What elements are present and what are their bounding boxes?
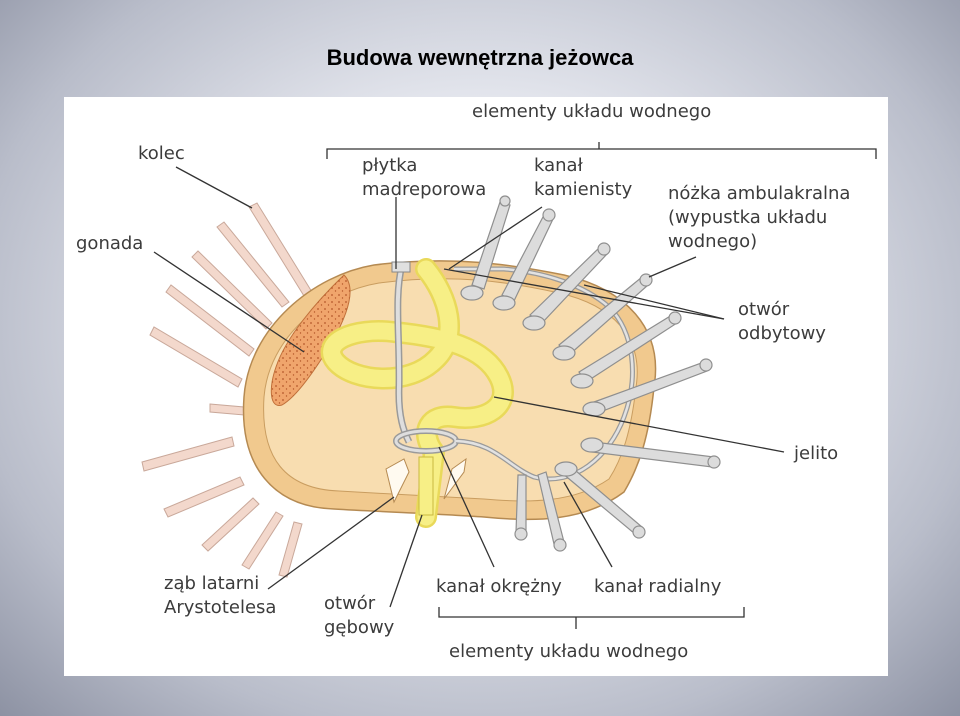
- label-kanal-okrezny: kanał okrężny: [436, 576, 562, 597]
- gonad-texture: [271, 275, 351, 406]
- label-kolec: kolec: [138, 143, 185, 164]
- label-kanal-kam-2: kamienisty: [534, 179, 633, 200]
- diagram-figure: elementy układu wodnego kolec gonada pły…: [64, 97, 888, 676]
- label-jelito: jelito: [793, 443, 838, 464]
- label-otwor-odb-1: otwór: [738, 299, 790, 320]
- label-kanal-radialny: kanał radialny: [594, 576, 722, 597]
- label-nozka-1: nóżka ambulakralna: [668, 183, 850, 204]
- label-nozka-2: (wypustka układu: [668, 207, 827, 228]
- slide-title: Budowa wewnętrzna jeżowca: [326, 45, 634, 70]
- mouth: [418, 456, 434, 516]
- label-kanal-kam-1: kanał: [534, 155, 584, 176]
- leader-lines: [153, 142, 877, 629]
- lantern-teeth: [385, 457, 467, 504]
- label-zab-1: ząb latarni: [164, 573, 259, 594]
- label-otwor-geb-2: gębowy: [324, 617, 395, 638]
- label-top-group: elementy układu wodnego: [472, 101, 711, 122]
- label-bottom-group: elementy układu wodnego: [449, 641, 688, 662]
- label-zab-2: Arystotelesa: [164, 597, 276, 618]
- label-plytka-2: madreporowa: [362, 179, 486, 200]
- label-gonada: gonada: [76, 233, 143, 254]
- sea-urchin-diagram: elementy układu wodnego kolec gonada pły…: [76, 101, 877, 662]
- spines: [141, 202, 313, 578]
- tube-feet: [460, 195, 721, 552]
- label-nozka-3: wodnego): [668, 231, 757, 252]
- label-plytka-1: płytka: [362, 155, 417, 176]
- label-otwor-geb-1: otwór: [324, 593, 376, 614]
- label-otwor-odb-2: odbytowy: [738, 323, 826, 344]
- madreporite: [391, 261, 411, 273]
